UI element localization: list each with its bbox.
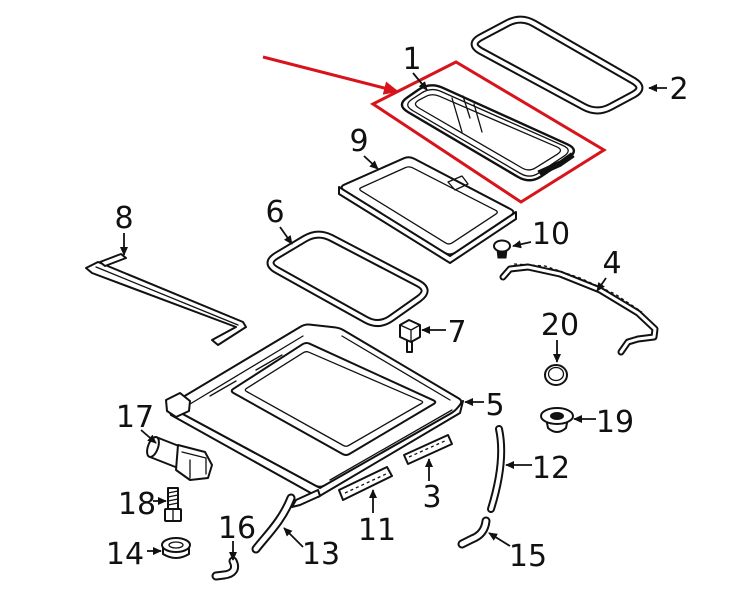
part-18 — [164, 487, 182, 522]
leader-4 — [596, 277, 607, 292]
leader-lines — [119, 72, 667, 561]
part-16-outline-gap — [216, 561, 235, 576]
part-2 — [475, 20, 640, 111]
callout-label-12: 12 — [532, 451, 570, 486]
leader-9 — [363, 155, 379, 170]
part-17 — [146, 435, 213, 481]
part-7-body — [399, 319, 421, 343]
part-3 — [403, 434, 453, 465]
part-7 — [399, 319, 421, 353]
part-17-gearbox — [175, 444, 213, 481]
part-5-rail — [341, 335, 451, 401]
leader-10 — [512, 240, 532, 249]
part-1-glare — [462, 95, 471, 119]
part-1-glare — [473, 103, 483, 133]
part-7-edges — [399, 324, 421, 343]
part-20-inner — [547, 366, 565, 382]
highlight-arrow — [262, 55, 399, 95]
part-1 — [400, 84, 576, 182]
callout-label-2: 2 — [669, 72, 688, 107]
callout-label-9: 9 — [349, 124, 368, 159]
part-19 — [540, 407, 574, 433]
callout-label-1: 1 — [402, 42, 421, 77]
part-13 — [256, 498, 291, 549]
part-8-bar — [85, 261, 247, 346]
part-4-serrations — [513, 263, 643, 313]
part-10 — [493, 239, 511, 259]
callout-label-14: 14 — [106, 537, 144, 572]
part-5-slots — [209, 354, 283, 397]
part-2-outline — [475, 20, 640, 111]
part-5-rail-extension — [291, 489, 321, 508]
leader-17 — [140, 429, 157, 444]
highlight — [262, 55, 607, 204]
leader-1 — [412, 72, 428, 91]
part-5-corner-bracket — [165, 392, 191, 418]
part-3-texture — [408, 439, 448, 458]
part-15 — [462, 521, 486, 544]
part-8-edge — [95, 266, 239, 326]
callout-label-13: 13 — [302, 537, 340, 572]
leader-6 — [279, 226, 293, 245]
callout-label-10: 10 — [532, 217, 570, 252]
part-3-strip — [403, 434, 453, 465]
part-6 — [270, 235, 424, 323]
callout-label-6: 6 — [265, 195, 284, 230]
leader-15 — [488, 532, 511, 547]
part-19-hole — [550, 412, 564, 420]
part-14-top — [161, 537, 191, 553]
part-1-edge-trim — [537, 152, 575, 176]
part-18-threads — [167, 490, 179, 506]
part-9 — [338, 156, 517, 264]
callout-label-8: 8 — [114, 201, 133, 236]
part-10-head — [493, 239, 511, 253]
part-8-flange — [99, 253, 127, 267]
callout-label-19: 19 — [596, 405, 634, 440]
part-14-center — [168, 541, 184, 549]
part-12 — [491, 429, 501, 509]
part-14 — [161, 537, 191, 559]
callout-label-5: 5 — [485, 388, 504, 423]
callout-label-11: 11 — [358, 513, 396, 548]
part-11-strip — [338, 466, 393, 501]
callout-label-4: 4 — [602, 246, 621, 281]
part-1-glare — [451, 97, 463, 133]
callout-labels: 1 2 3 4 5 6 7 8 9 10 11 12 13 14 15 16 1… — [106, 42, 689, 574]
part-16 — [216, 561, 235, 576]
part-9-depth — [338, 186, 517, 264]
part-11-texture — [344, 473, 387, 494]
callout-label-17: 17 — [116, 400, 154, 435]
leader-13 — [283, 527, 304, 548]
callout-label-7: 7 — [447, 315, 466, 350]
part-5-depth — [167, 400, 464, 498]
callout-label-18: 18 — [118, 487, 156, 522]
part-9-bracket — [447, 175, 469, 191]
part-8 — [85, 253, 247, 346]
part-11 — [338, 466, 393, 501]
part-4 — [503, 263, 655, 352]
callout-label-3: 3 — [422, 480, 441, 515]
part-5-rail — [189, 335, 304, 405]
part-5-rail — [329, 409, 453, 481]
callout-label-15: 15 — [509, 539, 547, 574]
callout-label-16: 16 — [218, 511, 256, 546]
part-5 — [165, 323, 464, 508]
part-17-gearbox-edges — [181, 451, 207, 479]
part-20 — [544, 364, 568, 386]
callout-label-20: 20 — [541, 308, 579, 343]
highlight-box — [370, 60, 607, 204]
